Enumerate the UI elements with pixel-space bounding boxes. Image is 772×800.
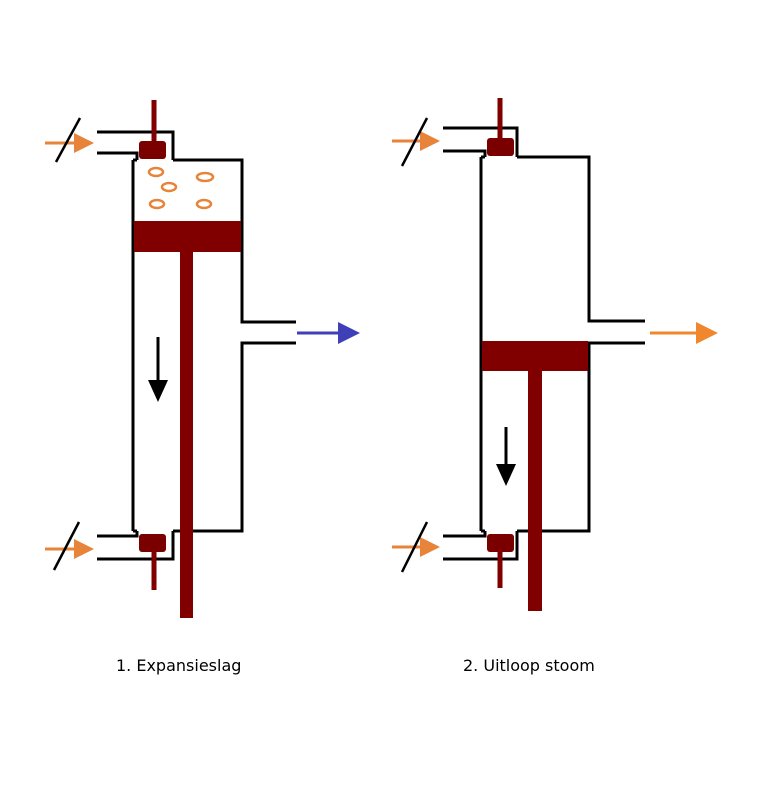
steam-bubble-icon xyxy=(147,166,215,210)
down-arrow-icon xyxy=(148,337,168,402)
top-inlet-port-1 xyxy=(45,100,175,163)
stage-1-diagram xyxy=(45,100,360,618)
stage-2-caption: 2. Uitloop stoom xyxy=(463,656,595,675)
valve-block-icon xyxy=(487,138,514,156)
piston-head-2 xyxy=(482,341,588,371)
exhaust-arrow-1 xyxy=(297,322,360,344)
valve-closed-slash-top-1 xyxy=(54,117,82,163)
piston-head-1 xyxy=(134,221,241,252)
cylinder-1-outline-lower xyxy=(173,341,296,533)
top-inlet-port-2 xyxy=(392,98,519,167)
piston-rod-2 xyxy=(528,371,542,611)
down-arrow-icon xyxy=(496,427,516,486)
valve-closed-slash-bottom-1 xyxy=(52,521,81,571)
valve-closed-slash-top-2 xyxy=(400,117,429,167)
valve-closed-slash-bottom-2 xyxy=(400,521,429,573)
stage-2-diagram xyxy=(392,98,718,611)
bottom-inlet-port-2 xyxy=(392,521,519,588)
cylinder-2-outline xyxy=(517,155,645,323)
valve-block-icon xyxy=(487,534,514,552)
exhaust-arrow-2 xyxy=(650,322,718,344)
cylinder-2-outline-lower xyxy=(517,341,645,533)
valve-block-icon xyxy=(139,534,166,552)
valve-block-icon xyxy=(139,141,166,159)
stage-1-caption: 1. Expansieslag xyxy=(116,656,242,675)
bottom-inlet-port-1 xyxy=(45,521,175,590)
cylinder-1-outline xyxy=(173,158,296,324)
piston-rod-1 xyxy=(180,252,193,618)
